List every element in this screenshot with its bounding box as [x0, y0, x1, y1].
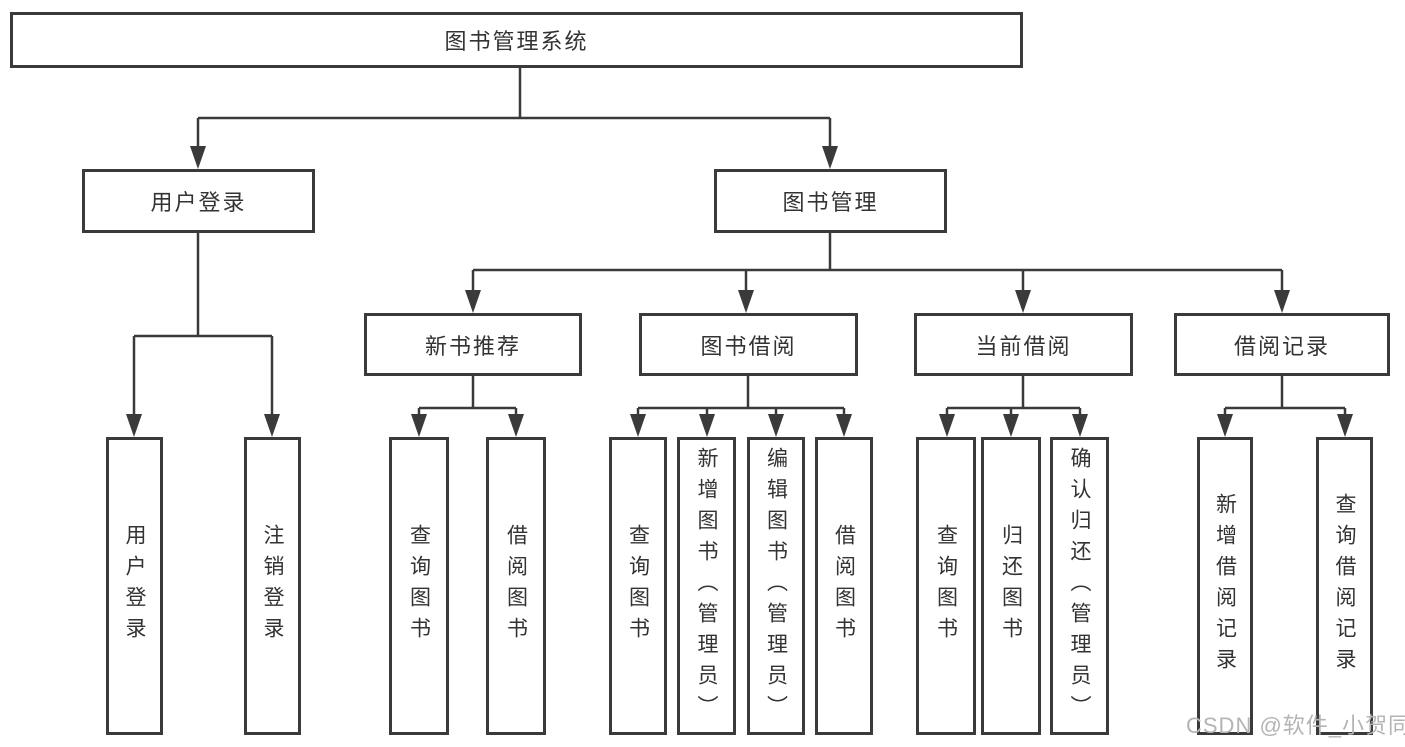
node-current-borrowing: 当前借阅 — [914, 313, 1133, 376]
leaf-label: 查询图书 — [407, 524, 431, 648]
leaf-borrow-books: 借阅图书 — [815, 437, 873, 735]
leaf-add-borrow-record: 新增借阅记录 — [1197, 437, 1253, 735]
leaf-query-borrow-record: 查询借阅记录 — [1316, 437, 1373, 735]
leaf-add-book-admin: 新增图书（管理员） — [677, 437, 736, 735]
csdn-watermark: CSDN @软件_小贺同学 — [1186, 713, 1405, 738]
leaf-label: 确认归还（管理员） — [1068, 446, 1091, 726]
leaf-edit-book-admin: 编辑图书（管理员） — [747, 437, 805, 735]
leaf-query-books-current: 查询图书 — [916, 437, 976, 735]
node-new-book-recommend: 新书推荐 — [364, 313, 582, 376]
leaf-borrow-books-recommend: 借阅图书 — [486, 437, 546, 735]
arrowheads — [126, 146, 1353, 437]
leaf-label: 借阅图书 — [504, 524, 528, 648]
node-borrowing-records: 借阅记录 — [1174, 313, 1390, 376]
leaf-user-login: 用户登录 — [106, 437, 163, 735]
leaf-query-books-recommend: 查询图书 — [389, 437, 449, 735]
leaf-label: 注销登录 — [261, 524, 284, 648]
leaf-label: 归还图书 — [999, 524, 1023, 648]
node-label: 图书管理 — [782, 190, 879, 215]
node-user-login: 用户登录 — [82, 169, 315, 233]
node-book-management: 图书管理 — [714, 169, 947, 233]
node-label: 新书推荐 — [424, 333, 521, 359]
node-label: 图书管理系统 — [444, 29, 589, 54]
leaf-label: 借阅图书 — [832, 524, 856, 648]
leaf-label: 查询借阅记录 — [1333, 493, 1356, 679]
leaf-label: 查询图书 — [626, 524, 650, 648]
leaf-label: 新增借阅记录 — [1213, 493, 1237, 679]
node-book-borrowing: 图书借阅 — [639, 313, 858, 376]
leaf-return-books: 归还图书 — [981, 437, 1041, 735]
leaf-label: 新增图书（管理员） — [695, 446, 718, 726]
node-library-management-system: 图书管理系统 — [10, 12, 1023, 68]
leaf-label: 编辑图书（管理员） — [764, 446, 788, 726]
node-label: 用户登录 — [150, 190, 247, 215]
leaf-label: 用户登录 — [123, 524, 146, 648]
node-label: 图书借阅 — [700, 333, 797, 359]
node-label: 借阅记录 — [1233, 333, 1330, 359]
node-label: 当前借阅 — [975, 333, 1072, 359]
leaf-label: 查询图书 — [934, 524, 958, 648]
leaf-query-books-borrow: 查询图书 — [609, 437, 667, 735]
leaf-confirm-return-admin: 确认归还（管理员） — [1050, 437, 1109, 735]
leaf-logout: 注销登录 — [244, 437, 301, 735]
